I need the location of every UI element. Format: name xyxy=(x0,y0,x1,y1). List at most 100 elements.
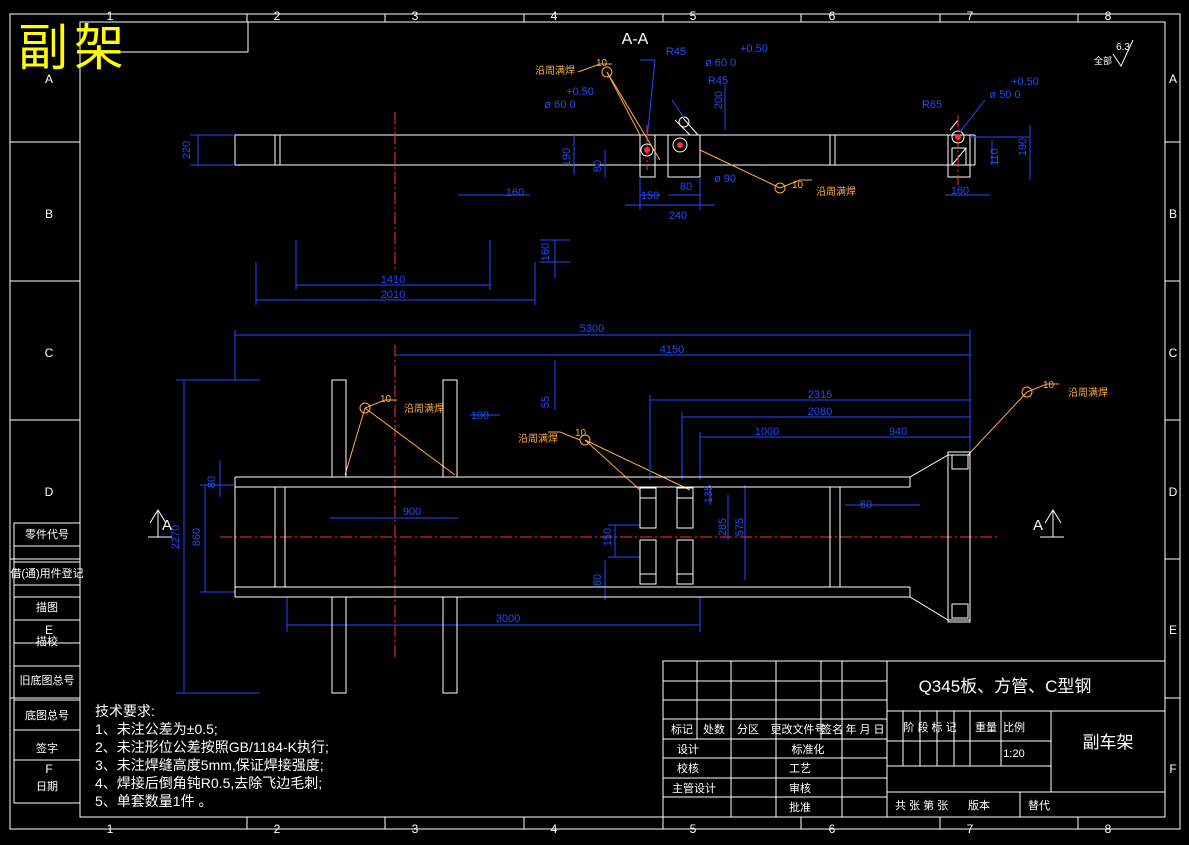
view-marker-right: A xyxy=(1033,517,1043,534)
side-label-trace-check: 描校 xyxy=(36,634,58,648)
dim-150: 150 xyxy=(641,190,659,202)
zone-col-top-7: 7 xyxy=(967,9,974,23)
dim-575: 575 xyxy=(734,518,746,536)
roughness-symbol: 全部 6.3 xyxy=(1094,39,1134,68)
tb-weight: 重量 xyxy=(975,720,997,734)
material-text: Q345板、方管、C型钢 xyxy=(919,677,1092,696)
tb-mark: 标记 xyxy=(671,722,693,736)
tb-zone: 分区 xyxy=(737,723,759,736)
dim-dia50: ø 50 0 xyxy=(989,89,1020,101)
dim-200: 200 xyxy=(713,91,725,109)
notes-heading: 技术要求: xyxy=(95,703,155,719)
part-name: 副车架 xyxy=(1083,733,1134,752)
zone-row-right-E: E xyxy=(1169,623,1177,637)
weld-note-3: 沿周满焊 xyxy=(404,403,444,415)
dim-3000: 3000 xyxy=(496,613,520,625)
dim-160-a: 160 xyxy=(506,187,524,199)
zone-col-bottom-6: 6 xyxy=(829,822,836,836)
weld-size-2: 10 xyxy=(792,180,804,191)
zone-col-top-5: 5 xyxy=(690,9,697,23)
note-item-3: 3、未注焊缝高度5mm,保证焊接强度; xyxy=(95,757,324,773)
dim-860: 860 xyxy=(191,528,203,546)
view-marker-left: A xyxy=(162,517,172,534)
weld-size-1: 10 xyxy=(596,58,608,69)
tb-docno: 更改文件号 xyxy=(771,722,826,736)
zone-row-right-C: C xyxy=(1169,346,1178,360)
centerlines xyxy=(220,112,1000,660)
note-item-5: 5、单套数量1件 。 xyxy=(95,793,212,809)
dim-240: 240 xyxy=(669,210,687,222)
dim-r65: R65 xyxy=(922,99,942,111)
zone-row-right-D: D xyxy=(1169,485,1178,499)
tb-sign: 签名 xyxy=(821,722,843,736)
zone-col-top-1: 1 xyxy=(107,9,114,23)
zone-col-top-4: 4 xyxy=(551,9,558,23)
weld-leaders xyxy=(344,63,1059,491)
dim-dia60-b: ø 60 0 xyxy=(544,99,575,111)
side-label-table xyxy=(13,522,81,804)
tb-process: 工艺 xyxy=(789,762,811,775)
tb-date: 年 月 日 xyxy=(845,722,884,736)
dim-2010: 2010 xyxy=(381,289,405,301)
weld-note-1: 沿周满焊 xyxy=(535,65,575,77)
side-label-part-code: 零件代号 xyxy=(25,528,69,541)
note-item-4: 4、焊接后倒角钝R0.5,去除飞边毛刺; xyxy=(95,775,322,791)
dim-2080: 2080 xyxy=(808,406,832,418)
roughness-value: 6.3 xyxy=(1116,42,1130,53)
tb-chief: 主管设计 xyxy=(672,781,716,795)
tb-approve: 批准 xyxy=(789,800,811,814)
dim-r45-b: R45 xyxy=(708,75,728,87)
zone-row-left-A: A xyxy=(45,72,53,86)
tb-scale-label: 比例 xyxy=(1003,720,1025,734)
note-item-2: 2、未注形位公差按照GB/1184-K执行; xyxy=(95,739,329,755)
plan-dimension-lines xyxy=(176,239,971,694)
dim-190-b: 190 xyxy=(1017,138,1029,156)
tb-replace: 替代 xyxy=(1028,798,1050,812)
dim-1410: 1410 xyxy=(381,274,405,286)
dim-80-b: 80 xyxy=(680,181,692,193)
dim-dia60-a: ø 60 0 xyxy=(705,57,736,69)
weld-note-5: 沿周满焊 xyxy=(1068,387,1108,399)
side-label-signature: 签字 xyxy=(36,741,58,755)
roughness-prefix: 全部 xyxy=(1094,55,1112,66)
zone-col-bottom-1: 1 xyxy=(107,822,114,836)
zone-col-top-6: 6 xyxy=(829,9,836,23)
zone-col-bottom-8: 8 xyxy=(1105,822,1112,836)
dim-60: 60 xyxy=(860,499,872,511)
zone-row-right-B: B xyxy=(1169,207,1177,221)
zone-row-left-D: D xyxy=(45,485,54,499)
zone-col-bottom-3: 3 xyxy=(412,822,419,836)
side-label-borrow: 借(通)用件登记 xyxy=(10,566,83,580)
dim-5300: 5300 xyxy=(580,323,604,335)
side-label-trace: 描图 xyxy=(36,600,58,614)
dim-100: 100 xyxy=(471,410,489,422)
section-dimension-lines xyxy=(190,59,1031,210)
side-label-base-no: 底图总号 xyxy=(25,708,69,722)
title-box xyxy=(79,21,249,53)
dim-2315: 2315 xyxy=(808,389,832,401)
dim-160-b: 160 xyxy=(951,185,969,197)
dim-r45-a: R45 xyxy=(666,46,686,58)
tb-sheets: 共 张 第 张 xyxy=(895,798,948,812)
dim-plan-80-a: 80 xyxy=(206,476,218,488)
dim-135: 135 xyxy=(703,485,715,503)
section-label: A-A xyxy=(622,31,649,48)
drawing-frame xyxy=(9,13,1181,830)
scale-value: 1:20 xyxy=(1003,748,1024,760)
dim-80-a: 80 xyxy=(592,160,604,172)
zone-col-bottom-5: 5 xyxy=(690,822,697,836)
side-label-old-base: 旧底图总号 xyxy=(20,673,75,687)
dim-900: 900 xyxy=(403,506,421,518)
dim-190-a: 190 xyxy=(561,148,573,166)
weld-note-4: 沿周满焊 xyxy=(518,433,558,445)
zone-row-left-C: C xyxy=(45,346,54,360)
title-block-grid xyxy=(662,660,1166,818)
zone-row-left-B: B xyxy=(45,207,53,221)
dim-4150: 4150 xyxy=(660,344,684,356)
zone-ticks xyxy=(10,14,1180,829)
tb-design: 设计 xyxy=(677,743,699,756)
